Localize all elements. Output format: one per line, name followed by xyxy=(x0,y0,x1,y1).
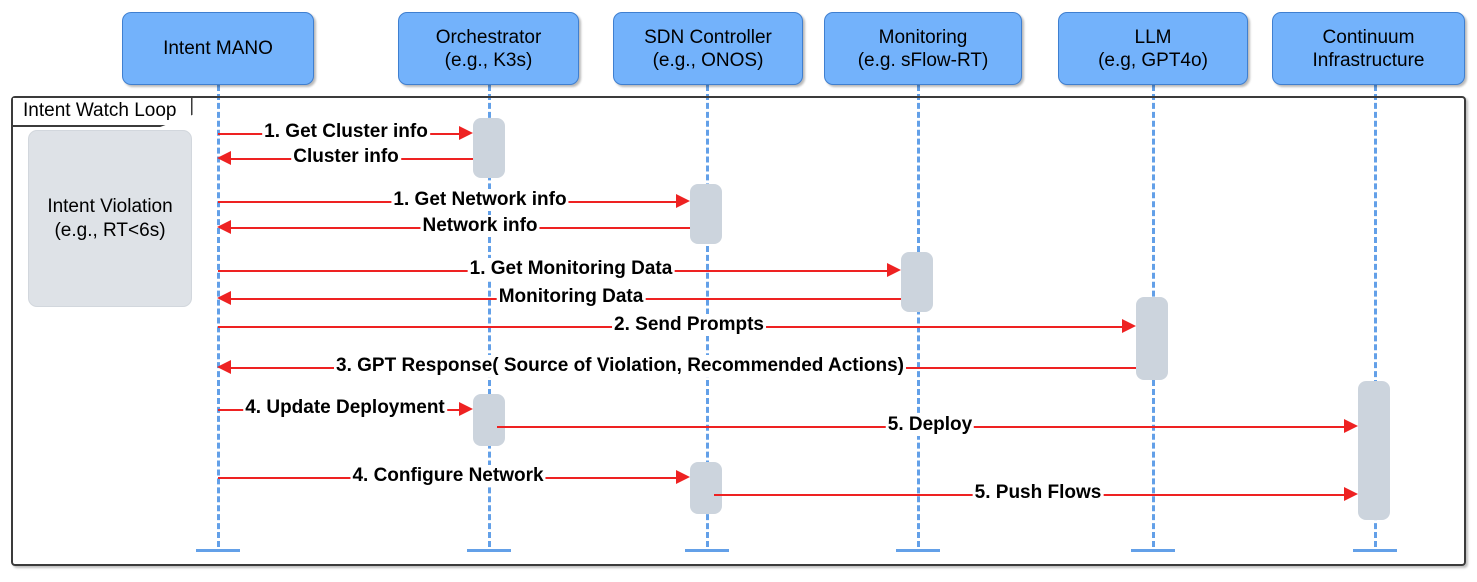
message-arrowhead-2 xyxy=(217,151,231,165)
activation-sdn-1 xyxy=(690,184,722,244)
lifeline-orchestrator xyxy=(488,85,491,547)
activation-monitoring-1 xyxy=(901,252,933,312)
participant-monitoring-line2: (e.g. sFlow-RT) xyxy=(857,49,989,71)
lifeline-foot-continuum xyxy=(1353,549,1397,552)
note-line-2: (e.g., RT<6s) xyxy=(54,219,166,241)
lifeline-intent-mano xyxy=(217,85,220,547)
message-label-2: Cluster info xyxy=(291,146,401,168)
message-arrowhead-12 xyxy=(1344,487,1358,501)
participant-llm[interactable]: LLM (e.g, GPT4o) xyxy=(1058,12,1248,85)
participant-orchestrator-line2: (e.g., K3s) xyxy=(444,49,533,71)
message-label-7: 2. Send Prompts xyxy=(612,314,766,336)
intent-violation-note: Intent Violation (e.g., RT<6s) xyxy=(28,130,192,307)
loop-frame-label: Intent Watch Loop xyxy=(13,98,193,127)
lifeline-foot-sdn xyxy=(685,549,729,552)
message-arrowhead-11 xyxy=(676,470,690,484)
message-arrowhead-5 xyxy=(887,263,901,277)
lifeline-foot-llm xyxy=(1131,549,1175,552)
participant-sdn-controller-line2: (e.g., ONOS) xyxy=(652,49,764,71)
message-arrowhead-1 xyxy=(459,126,473,140)
participant-llm-line1: LLM xyxy=(1134,26,1172,48)
message-arrowhead-8 xyxy=(217,360,231,374)
activation-orchestrator-1 xyxy=(473,118,505,178)
message-arrowhead-7 xyxy=(1122,319,1136,333)
message-label-3: 1. Get Network info xyxy=(391,189,569,211)
participant-intent-mano-line1: Intent MANO xyxy=(163,38,273,59)
activation-continuum-1 xyxy=(1358,381,1390,520)
message-arrowhead-4 xyxy=(217,220,231,234)
participant-monitoring-line1: Monitoring xyxy=(878,26,968,48)
message-label-6: Monitoring Data xyxy=(496,286,646,308)
message-label-4: Network info xyxy=(420,215,540,237)
loop-frame-label-text: Intent Watch Loop xyxy=(23,100,177,121)
lifeline-foot-orchestrator xyxy=(467,549,511,552)
lifeline-monitoring xyxy=(917,85,920,547)
message-label-9: 4. Update Deployment xyxy=(243,397,447,419)
loop-frame xyxy=(11,96,1466,566)
message-label-5: 1. Get Monitoring Data xyxy=(467,258,675,280)
message-arrowhead-6 xyxy=(217,291,231,305)
message-label-10: 5. Deploy xyxy=(885,414,975,436)
participant-intent-mano[interactable]: Intent MANO xyxy=(122,12,314,85)
note-line-1: Intent Violation xyxy=(47,195,173,217)
lifeline-foot-intent-mano xyxy=(196,549,240,552)
participant-sdn-controller[interactable]: SDN Controller (e.g., ONOS) xyxy=(613,12,803,85)
message-label-12: 5. Push Flows xyxy=(972,482,1104,504)
activation-llm-1 xyxy=(1136,297,1168,380)
lifeline-continuum xyxy=(1374,85,1377,547)
participant-sdn-controller-line1: SDN Controller xyxy=(644,26,772,48)
activation-sdn-2 xyxy=(690,462,722,514)
message-label-8: 3. GPT Response( Source of Violation, Re… xyxy=(334,355,906,377)
participant-monitoring[interactable]: Monitoring (e.g. sFlow-RT) xyxy=(824,12,1022,85)
participant-orchestrator[interactable]: Orchestrator (e.g., K3s) xyxy=(398,12,579,85)
message-label-11: 4. Configure Network xyxy=(350,465,546,487)
participant-continuum-line1: Continuum xyxy=(1322,26,1415,48)
participant-continuum-infrastructure[interactable]: Continuum Infrastructure xyxy=(1272,12,1465,85)
lifeline-foot-monitoring xyxy=(896,549,940,552)
participant-llm-line2: (e.g, GPT4o) xyxy=(1098,49,1208,71)
message-arrowhead-10 xyxy=(1344,419,1358,433)
participant-orchestrator-line1: Orchestrator xyxy=(435,26,542,48)
message-arrowhead-9 xyxy=(459,402,473,416)
message-arrowhead-3 xyxy=(676,194,690,208)
participant-continuum-line2: Infrastructure xyxy=(1312,49,1425,71)
activation-orchestrator-2 xyxy=(473,394,505,446)
message-label-1: 1. Get Cluster info xyxy=(262,121,430,143)
